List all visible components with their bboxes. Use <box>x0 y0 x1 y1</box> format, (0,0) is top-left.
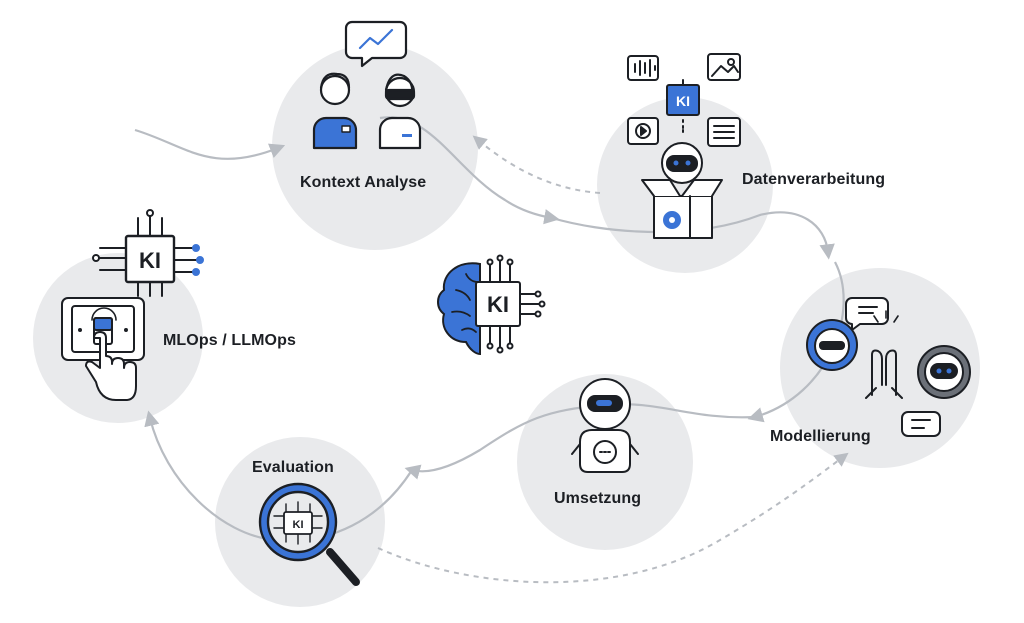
feedback-daten-kontext <box>472 135 601 194</box>
kontext-circle <box>272 44 478 250</box>
ki-chip-small-text: KI <box>676 93 690 109</box>
image-icon <box>707 53 741 81</box>
gear-icon <box>663 211 681 229</box>
magnifier-icon <box>258 482 360 586</box>
robot-round-icon <box>917 345 971 399</box>
robot-assistant-icon <box>571 378 639 473</box>
hand-icon <box>85 307 137 401</box>
robot-icon <box>661 142 703 184</box>
mlops-label: MLOps / LLMOps <box>163 332 296 349</box>
feedback-lines <box>377 135 849 584</box>
mlops-icons <box>61 209 204 401</box>
evaluation-chip-text: KI <box>293 519 304 531</box>
brain-chip-icon <box>437 254 546 356</box>
chart-bubble-icon <box>344 20 408 68</box>
modell-icons <box>806 297 971 437</box>
flow-in <box>134 128 286 160</box>
video-icon <box>627 117 659 145</box>
daten-icons: KI <box>627 53 741 239</box>
modell-label: Modellierung <box>770 428 871 445</box>
document-icon <box>707 117 741 147</box>
kontext-label: Kontext Analyse <box>300 174 427 191</box>
hands-icon <box>865 310 903 399</box>
person-vr-round-icon <box>806 319 858 371</box>
evaluation-label: Evaluation <box>252 459 334 476</box>
mlops-chip-text: KI <box>139 248 161 273</box>
person-icon <box>312 72 358 150</box>
brain-chip-text: KI <box>487 292 509 317</box>
kontext-icons <box>312 20 422 150</box>
ki-chip-small <box>666 79 700 133</box>
ki-chip-icon <box>92 209 204 297</box>
flow-daten-line <box>551 211 835 260</box>
flow-umsetzung-eval <box>404 403 756 480</box>
umsetzung-label: Umsetzung <box>554 490 642 507</box>
audio-icon <box>627 55 659 81</box>
daten-label: Datenverarbeitung <box>742 171 886 188</box>
person-vr-icon <box>378 73 422 150</box>
chat-icon-bottom <box>901 411 941 437</box>
